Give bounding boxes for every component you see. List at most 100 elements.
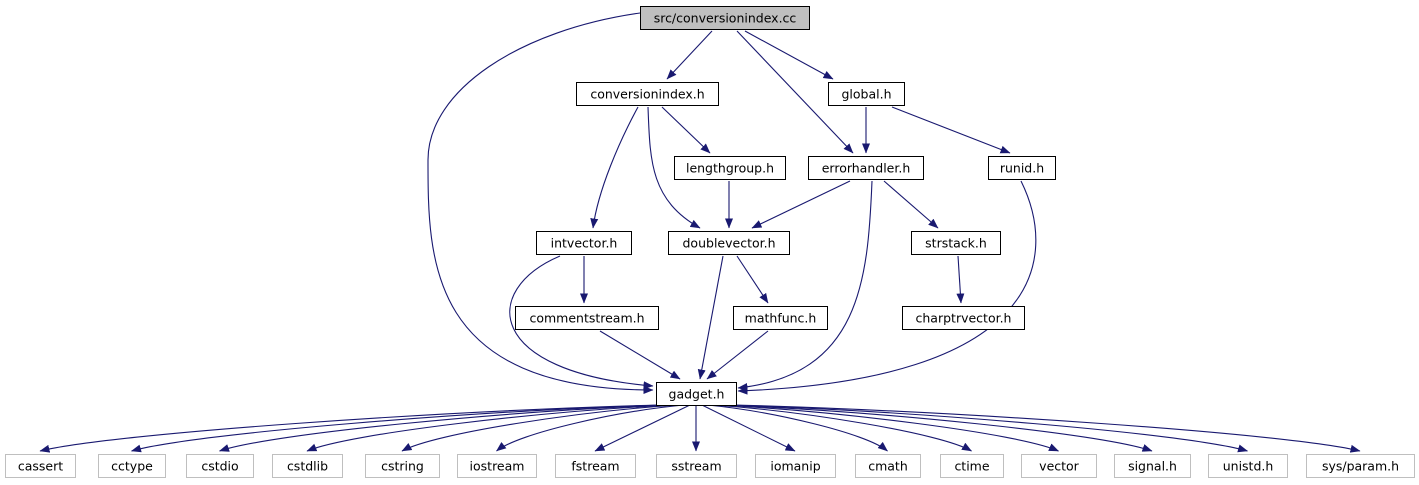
node-intvector[interactable]: intvector.h xyxy=(536,231,632,255)
node-cctype: cctype xyxy=(98,454,166,478)
node-box xyxy=(98,454,166,478)
node-cstring: cstring xyxy=(365,454,440,478)
node-signal: signal.h xyxy=(1114,454,1191,478)
edge-conversionindex-to-intvector xyxy=(590,106,639,229)
edge-gadget-to-ctime xyxy=(712,404,972,452)
node-conversionindex[interactable]: conversionindex.h xyxy=(576,82,719,106)
node-label: global.h xyxy=(841,87,891,102)
edge-gadget-to-unistd xyxy=(729,404,1248,453)
edge-doublevector-to-mathfunc xyxy=(736,255,769,304)
node-iomanip: iomanip xyxy=(755,454,836,478)
node-box xyxy=(1306,454,1415,478)
node-label: cstdlib xyxy=(287,459,328,474)
node-box xyxy=(902,306,1025,330)
node-box xyxy=(5,454,76,478)
edge-errorhandler-to-strstack xyxy=(883,180,939,229)
node-cassert: cassert xyxy=(5,454,76,478)
edge-gadget-to-sysparam xyxy=(733,404,1361,453)
node-unistd: unistd.h xyxy=(1208,454,1288,478)
node-box xyxy=(272,454,343,478)
node-box xyxy=(988,156,1056,180)
node-sysparam: sys/param.h xyxy=(1306,454,1415,478)
node-label: conversionindex.h xyxy=(590,87,704,102)
node-box xyxy=(855,454,921,478)
edge-gadget-to-iomanip xyxy=(701,404,796,452)
node-label: commentstream.h xyxy=(529,311,644,326)
node-doublevector[interactable]: doublevector.h xyxy=(668,231,790,255)
node-box xyxy=(656,454,737,478)
node-box xyxy=(755,454,836,478)
edge-gadget-to-cstdlib xyxy=(306,404,673,452)
edge-root-to-global xyxy=(744,30,834,80)
edge-root-to-errorhandler xyxy=(736,30,854,154)
node-label: sstream xyxy=(671,459,721,474)
edge-root-to-gadget xyxy=(427,12,654,394)
node-box xyxy=(668,231,790,255)
node-box xyxy=(1021,454,1097,478)
node-box xyxy=(1114,454,1191,478)
edge-strstack-to-charptrvector xyxy=(956,255,965,304)
node-label: sys/param.h xyxy=(1322,459,1399,474)
edge-root-to-conversionindex xyxy=(666,30,713,80)
node-label: iostream xyxy=(470,459,525,474)
node-box xyxy=(828,82,905,106)
node-box xyxy=(640,6,810,30)
node-lengthgroup[interactable]: lengthgroup.h xyxy=(674,156,786,180)
edge-intvector-to-gadget xyxy=(509,255,654,390)
edge-runid-to-gadget xyxy=(737,180,1037,395)
node-commentstream[interactable]: commentstream.h xyxy=(515,306,659,330)
edge-gadget-to-cstdio xyxy=(219,404,668,452)
node-mathfunc[interactable]: mathfunc.h xyxy=(733,306,828,330)
node-box xyxy=(808,156,924,180)
edge-global-to-runid xyxy=(891,106,1011,154)
edge-conversionindex-to-doublevector xyxy=(647,106,701,229)
node-label: vector xyxy=(1039,459,1080,474)
node-box xyxy=(733,306,828,330)
node-label: runid.h xyxy=(1000,161,1044,176)
node-box xyxy=(515,306,659,330)
edge-gadget-to-cstring xyxy=(401,404,679,452)
edge-gadget-to-vector xyxy=(717,404,1059,452)
node-errorhandler[interactable]: errorhandler.h xyxy=(808,156,924,180)
edge-gadget-to-cmath xyxy=(707,404,888,452)
node-box xyxy=(555,454,636,478)
edge-gadget-to-iostream xyxy=(496,404,685,452)
edge-gadget-to-fstream xyxy=(594,404,691,452)
node-box xyxy=(576,82,719,106)
edge-gadget-to-signal xyxy=(723,404,1153,452)
node-gadget[interactable]: gadget.h xyxy=(656,382,737,406)
node-box xyxy=(674,156,786,180)
node-label: doublevector.h xyxy=(683,236,776,251)
node-label: fstream xyxy=(571,459,619,474)
node-box xyxy=(656,382,737,406)
node-label: cstring xyxy=(381,459,424,474)
node-label: cassert xyxy=(18,459,63,474)
node-label: gadget.h xyxy=(669,387,725,402)
node-cstdlib: cstdlib xyxy=(272,454,343,478)
node-label: iomanip xyxy=(770,459,820,474)
edge-commentstream-to-gadget xyxy=(599,330,681,380)
edge-errorhandler-to-gadget xyxy=(737,180,873,391)
edge-doublevector-to-gadget xyxy=(697,255,724,380)
node-strstack[interactable]: strstack.h xyxy=(911,231,1001,255)
edge-mathfunc-to-gadget xyxy=(706,330,769,380)
edge-errorhandler-to-doublevector xyxy=(751,180,851,229)
node-vector: vector xyxy=(1021,454,1097,478)
edge-gadget-to-cassert xyxy=(39,404,659,453)
node-iostream: iostream xyxy=(457,454,537,478)
node-label: errorhandler.h xyxy=(822,161,911,176)
node-label: ctime xyxy=(954,459,989,474)
node-runid[interactable]: runid.h xyxy=(988,156,1056,180)
node-label: mathfunc.h xyxy=(745,311,817,326)
node-box xyxy=(1208,454,1288,478)
node-root[interactable]: src/conversionindex.cc xyxy=(640,6,810,30)
node-global[interactable]: global.h xyxy=(828,82,905,106)
node-label: cmath xyxy=(868,459,908,474)
node-label: cstdio xyxy=(201,459,238,474)
node-label: src/conversionindex.cc xyxy=(654,11,797,26)
node-label: charptrvector.h xyxy=(916,311,1012,326)
node-box xyxy=(536,231,632,255)
node-charptrvector[interactable]: charptrvector.h xyxy=(902,306,1025,330)
node-cstdio: cstdio xyxy=(186,454,254,478)
